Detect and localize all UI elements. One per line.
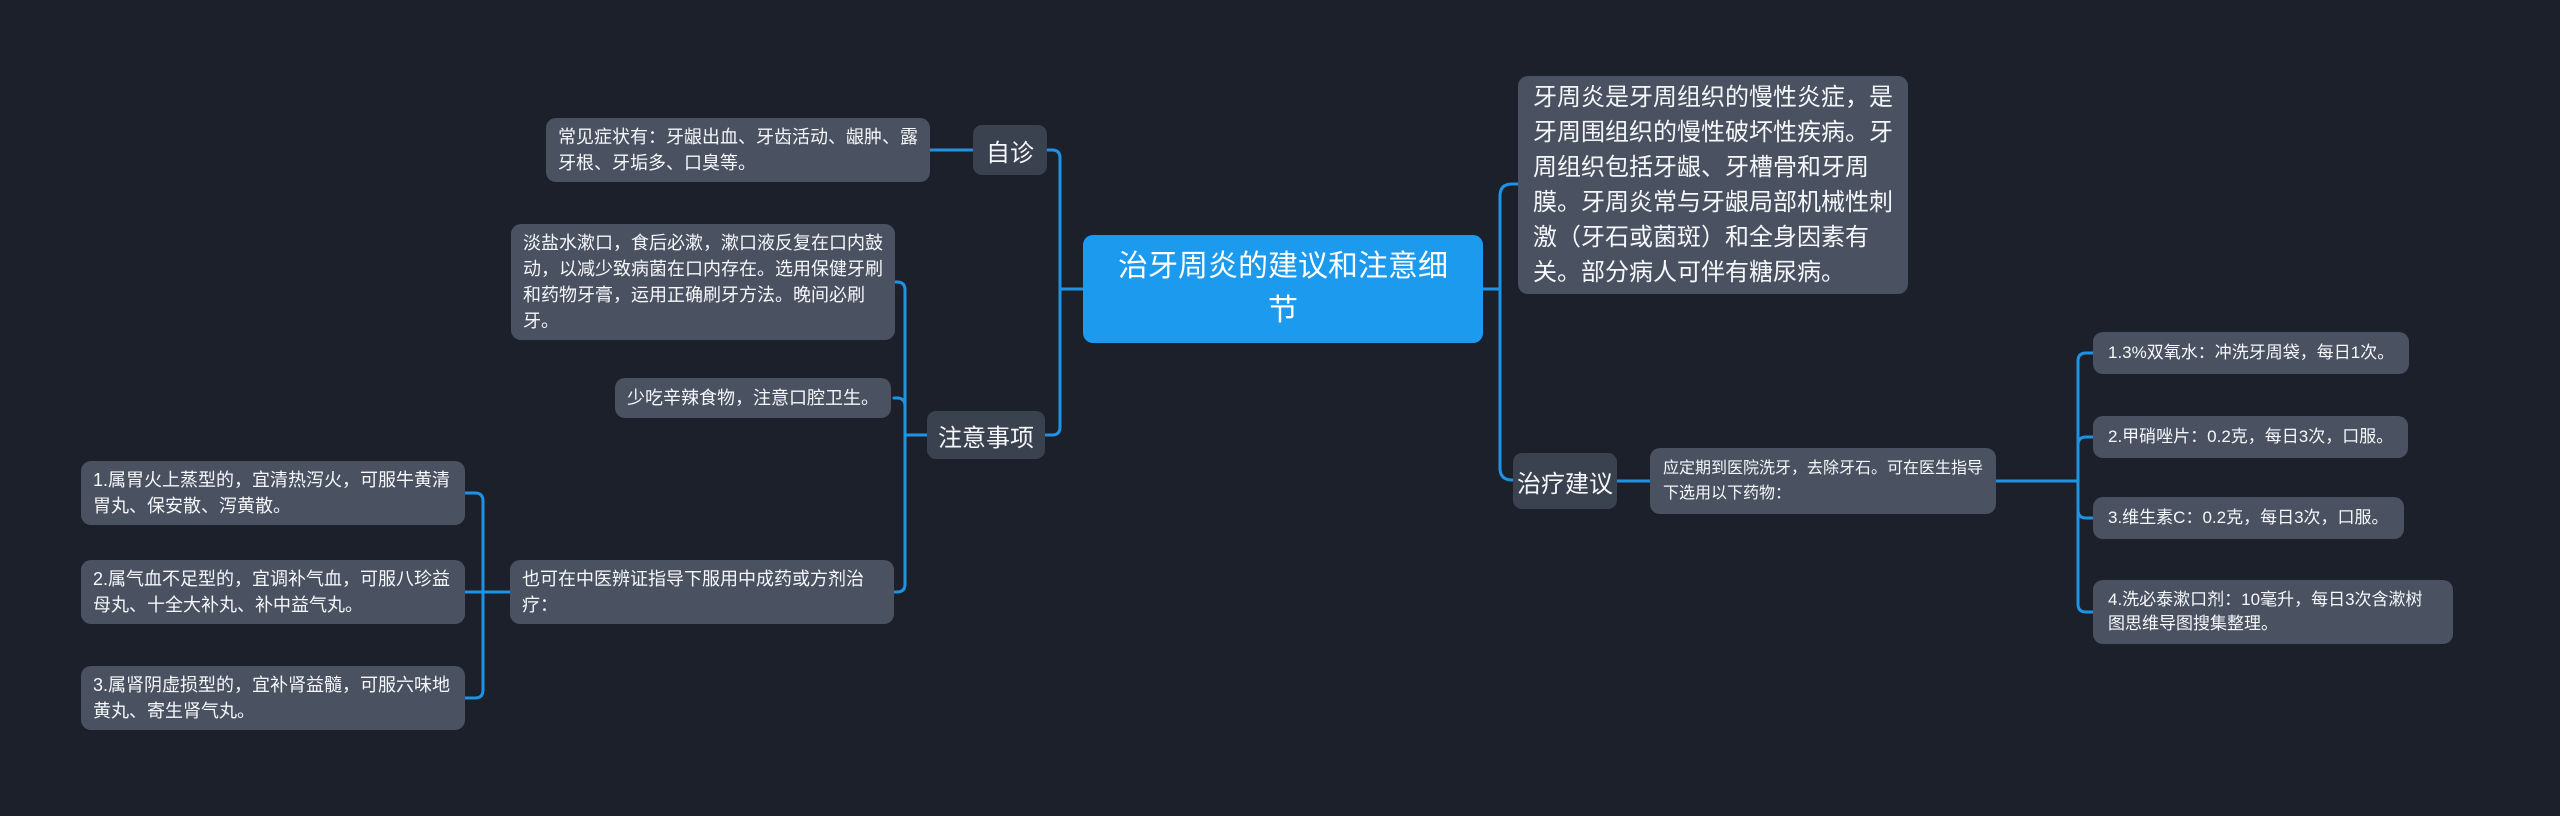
overview-box[interactable]: 牙周炎是牙周组织的慢性炎症，是牙周围组织的慢性破坏性疾病。牙周组织包括牙龈、牙槽… [1518, 76, 1908, 294]
medication-box-3[interactable]: 3.维生素C：0.2克，每日3次，口服。 [2093, 497, 2404, 539]
treatment-node[interactable]: 治疗建议 [1513, 453, 1617, 509]
root-node[interactable]: 治牙周炎的建议和注意细节 [1083, 235, 1483, 343]
medication-box-2[interactable]: 2.甲硝唑片：0.2克，每日3次，口服。 [2093, 416, 2409, 458]
tcm-intro-box[interactable]: 也可在中医辨证指导下服用中成药或方剂治疗： [510, 560, 894, 624]
medication-box-4[interactable]: 4.洗必泰漱口剂：10毫升，每日3次含漱树图思维导图搜集整理。 [2093, 580, 2453, 644]
tcm-type-box-2[interactable]: 2.属气血不足型的，宜调补气血，可服八珍益母丸、十全大补丸、补中益气丸。 [81, 560, 465, 624]
precautions-node[interactable]: 注意事项 [927, 411, 1045, 459]
rinse-box[interactable]: 淡盐水漱口，食后必漱，漱口液反复在口内鼓动，以减少致病菌在口内存在。选用保健牙刷… [511, 224, 895, 340]
symptoms-box[interactable]: 常见症状有：牙龈出血、牙齿活动、龈肿、露牙根、牙垢多、口臭等。 [546, 118, 930, 182]
tcm-type-box-1[interactable]: 1.属胃火上蒸型的，宜清热泻火，可服牛黄清胃丸、保安散、泻黄散。 [81, 461, 465, 525]
medication-box-1[interactable]: 1.3%双氧水：冲洗牙周袋，每日1次。 [2093, 332, 2410, 374]
diet-box[interactable]: 少吃辛辣食物，注意口腔卫生。 [615, 378, 891, 418]
treatment-intro-box[interactable]: 应定期到医院洗牙，去除牙石。可在医生指导下选用以下药物： [1650, 448, 1996, 514]
tcm-type-box-3[interactable]: 3.属肾阴虚损型的，宜补肾益髓，可服六味地黄丸、寄生肾气丸。 [81, 666, 465, 730]
self-check-node[interactable]: 自诊 [973, 125, 1047, 175]
